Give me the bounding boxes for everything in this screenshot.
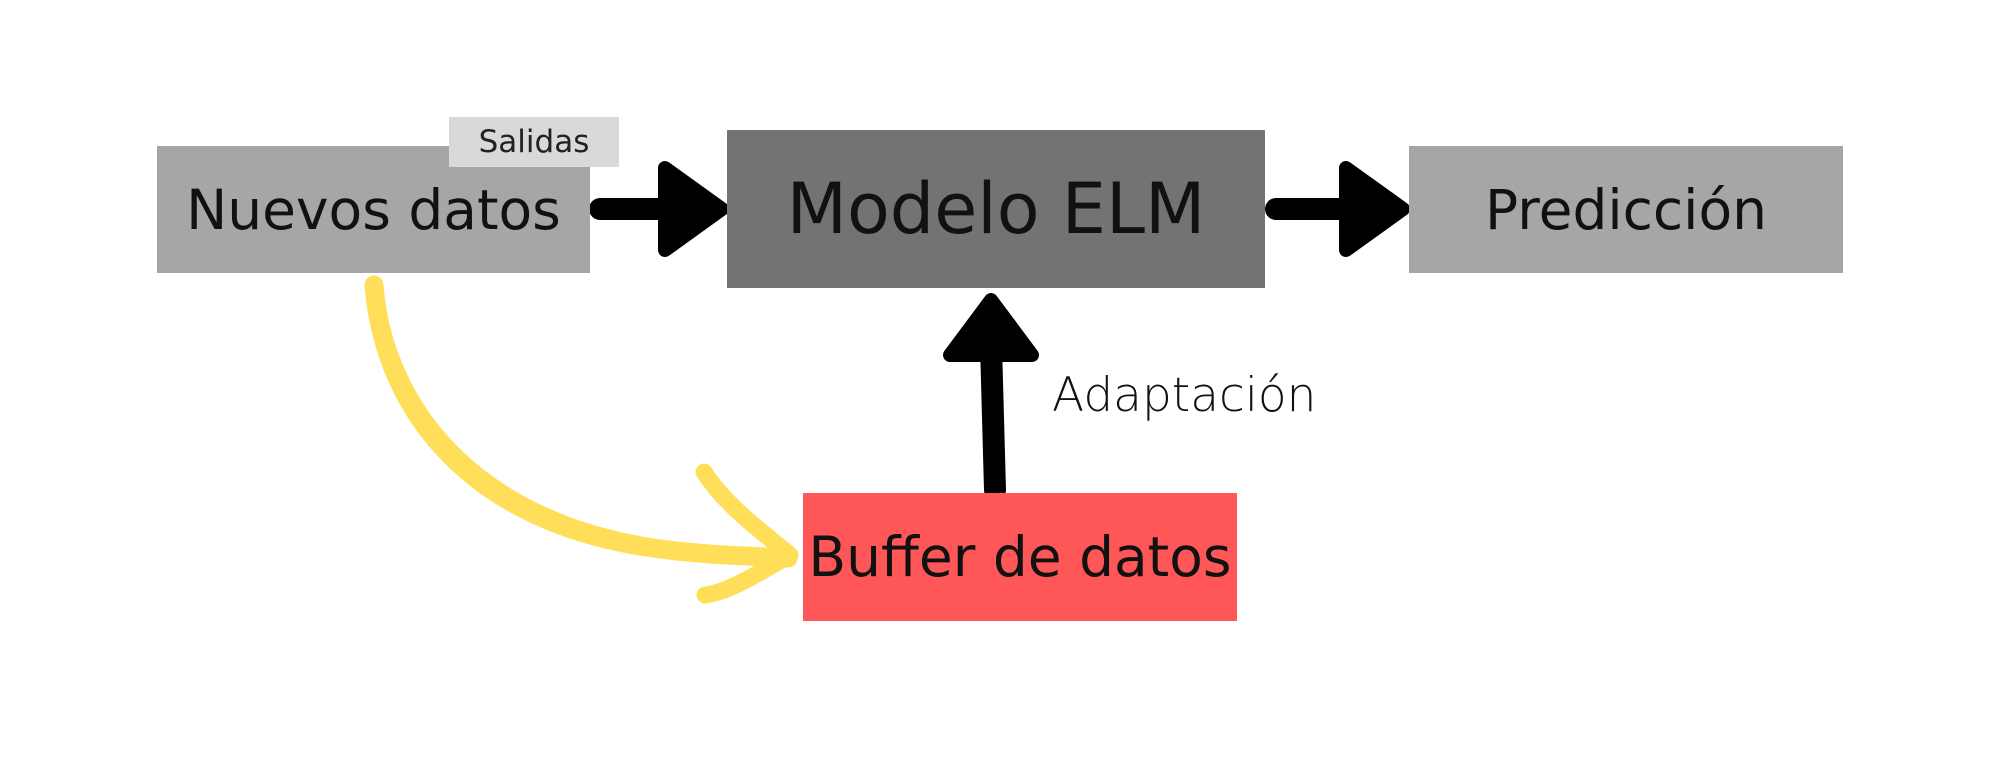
arrow-buffer-to-modelo: [943, 293, 1039, 501]
node-prediccion-label: Predicción: [1485, 177, 1767, 242]
arrow-nuevos-to-buffer: [364, 275, 799, 604]
tag-salidas-label: Salidas: [478, 124, 590, 160]
node-buffer-datos-label: Buffer de datos: [808, 525, 1232, 589]
arrow-nuevos-to-modelo: [589, 161, 729, 257]
node-buffer-datos: Buffer de datos: [803, 493, 1237, 621]
node-nuevos-datos: Nuevos datos: [157, 146, 590, 273]
tag-salidas: Salidas: [449, 117, 619, 167]
arrow-modelo-to-prediccion: [1265, 161, 1410, 257]
node-modelo-elm: Modelo ELM: [727, 130, 1265, 288]
node-modelo-elm-label: Modelo ELM: [786, 168, 1206, 250]
node-nuevos-datos-label: Nuevos datos: [186, 177, 561, 242]
edge-label-adaptacion: Adaptación: [1052, 368, 1317, 423]
node-prediccion: Predicción: [1409, 146, 1843, 273]
